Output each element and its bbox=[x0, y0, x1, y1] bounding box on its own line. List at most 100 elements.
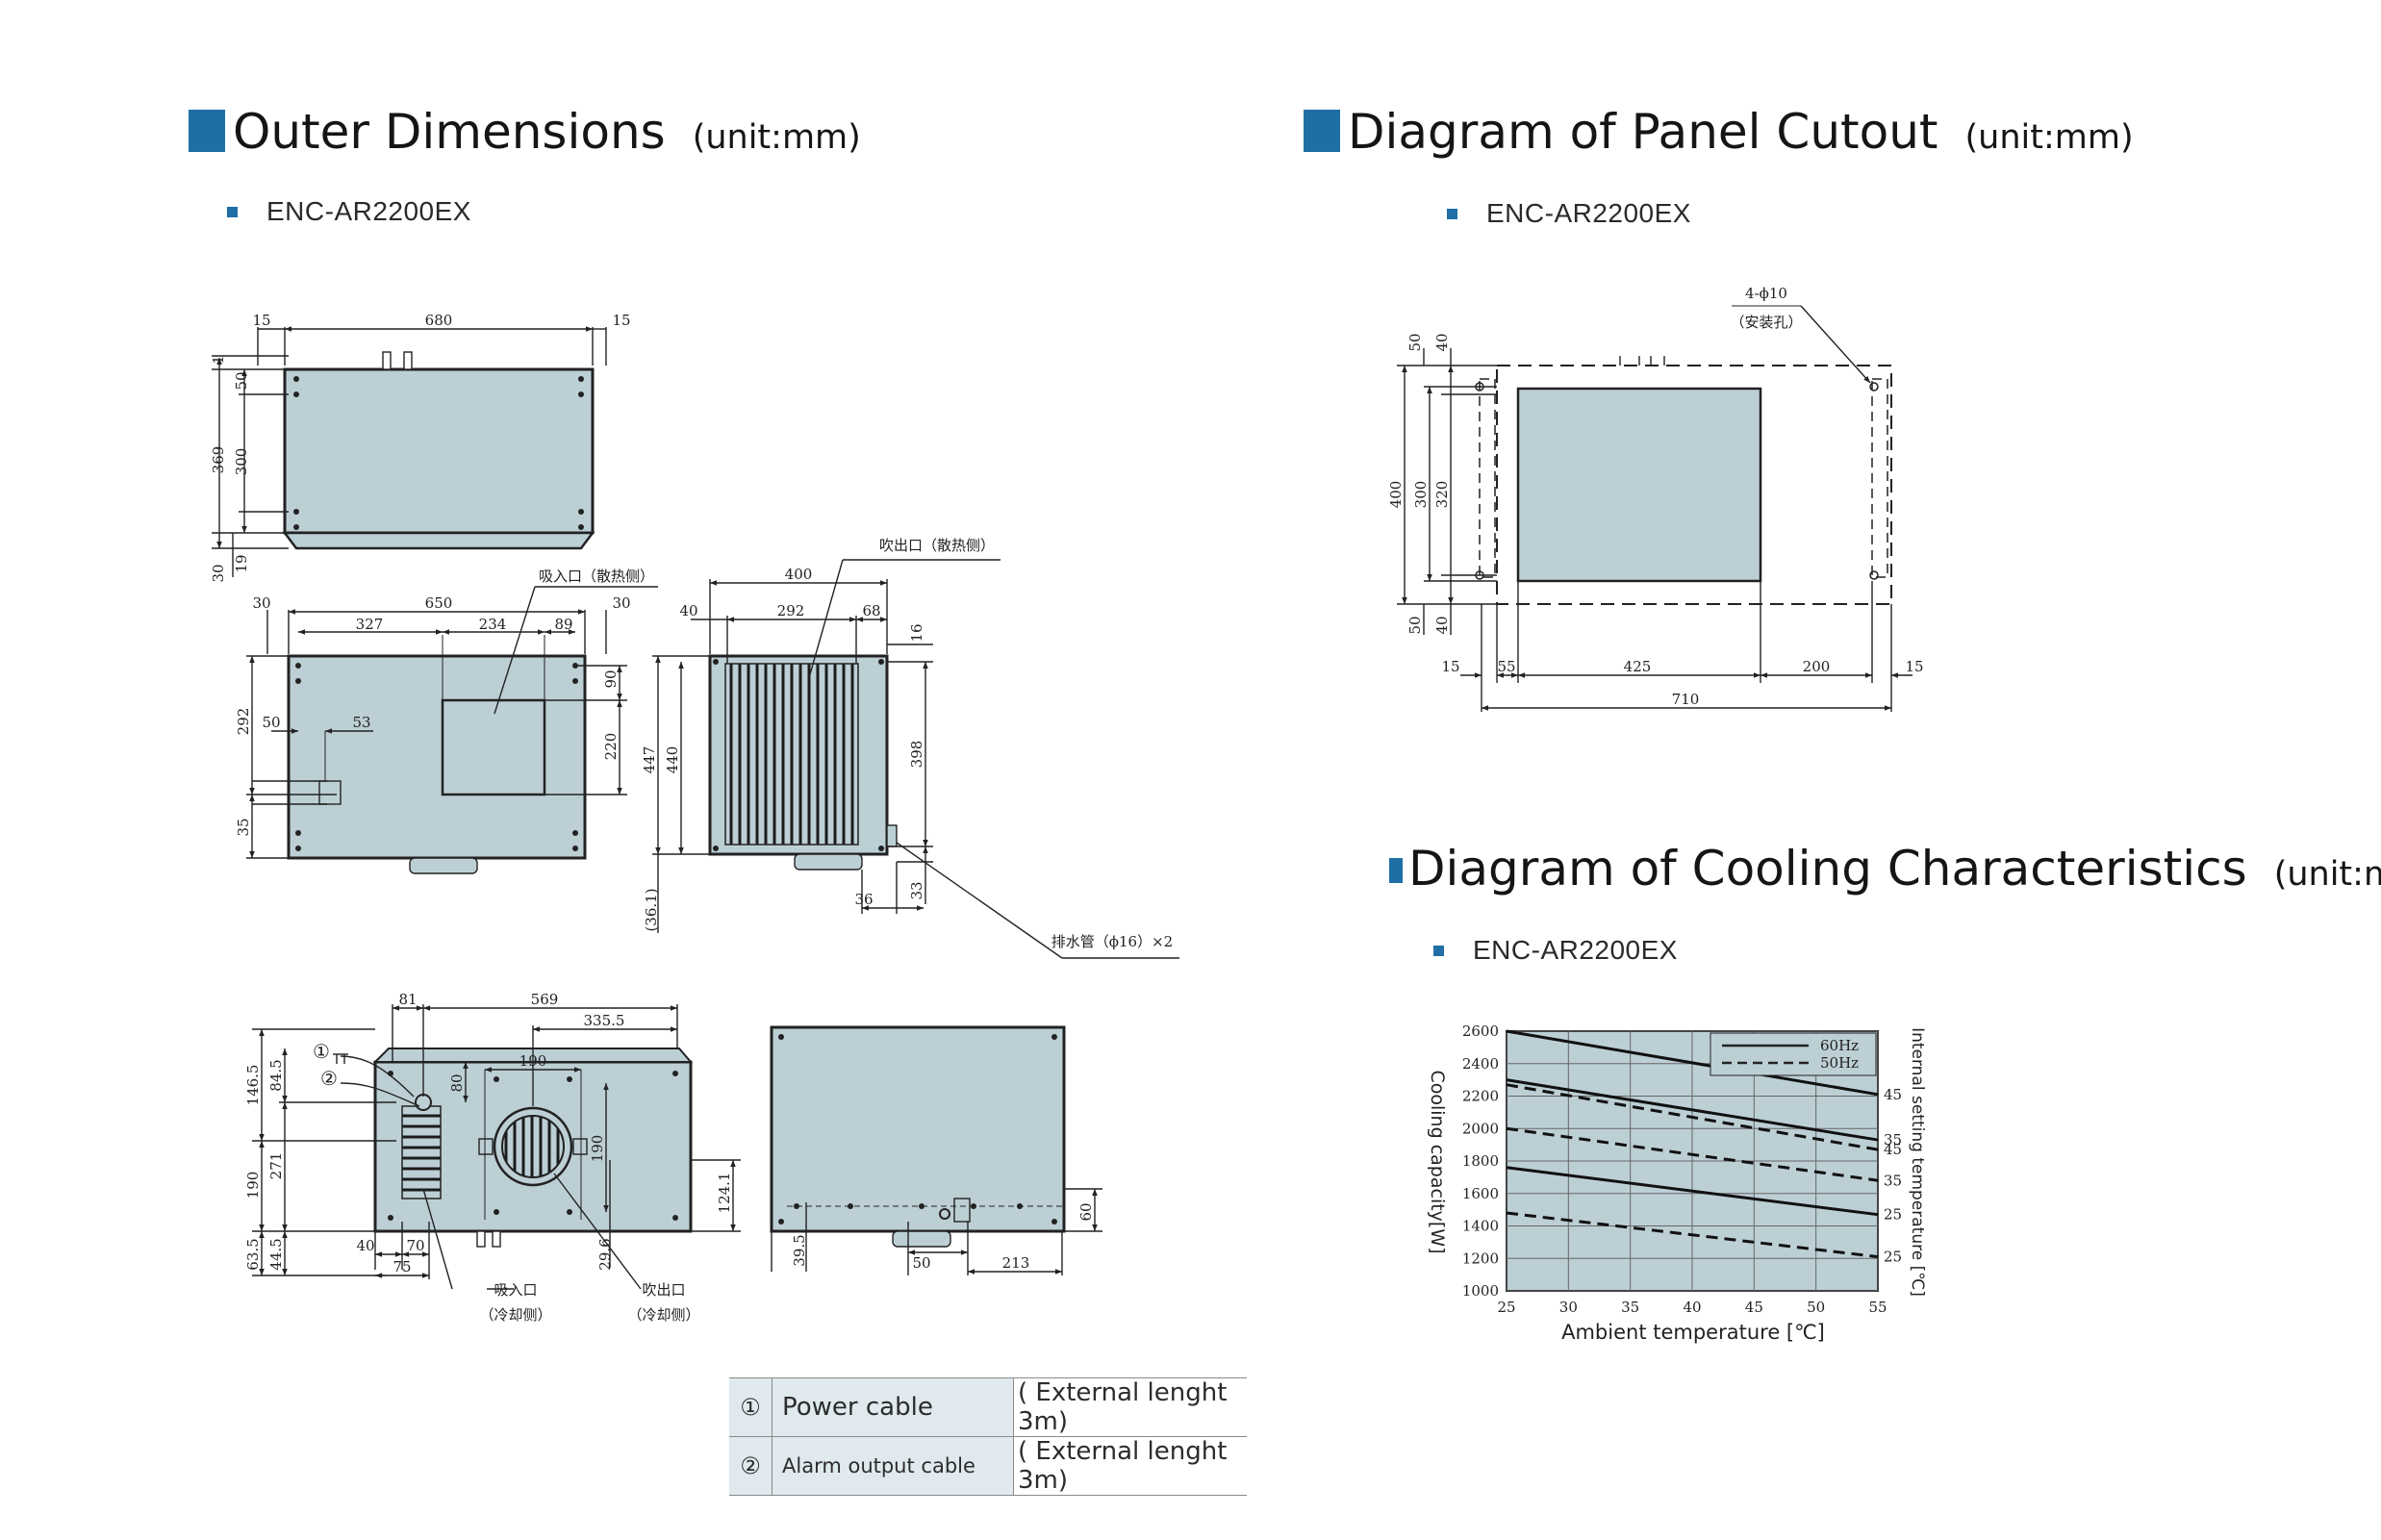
dim-label: 369 bbox=[210, 446, 227, 474]
bullet-icon bbox=[227, 206, 238, 217]
chart-x-axis-label: Ambient temperature [℃] bbox=[1561, 1321, 1825, 1344]
model-text: ENC-AR2200EX bbox=[1473, 935, 1678, 965]
dim-label: 50 bbox=[1406, 616, 1424, 634]
dim-label: 190 bbox=[519, 1052, 547, 1070]
title-text: Outer Dimensions bbox=[233, 104, 666, 160]
dim-label: 271 bbox=[267, 1152, 285, 1180]
dim-label: 40 bbox=[679, 602, 697, 619]
x-tick-label: 25 bbox=[1497, 1299, 1515, 1316]
dim-label: 36 bbox=[854, 891, 873, 908]
cutout-dimension-labels: 4-ϕ10 （安装孔） 50 40 400 300 320 50 40 15 5… bbox=[1387, 285, 1924, 708]
dim-label: 53 bbox=[352, 714, 370, 731]
legend-60hz-label: 60Hz bbox=[1820, 1037, 1859, 1054]
series-line-50hz-35 bbox=[1506, 1126, 1879, 1182]
outer-model-label: ENC-AR2200EX bbox=[227, 196, 471, 227]
x-tick-label: 45 bbox=[1745, 1299, 1763, 1316]
cooling-model-label: ENC-AR2200EX bbox=[1433, 935, 1678, 966]
dim-label: 35 bbox=[235, 818, 252, 836]
series-line-60hz-35 bbox=[1506, 1078, 1879, 1142]
y-tick-label: 1600 bbox=[1462, 1185, 1499, 1202]
outer-dimension-labels: 680 15 15 369 300 50 30 19 1 650 30 30 3… bbox=[210, 312, 1173, 1324]
title-unit: (unit:mm) bbox=[692, 118, 861, 157]
title-unit: (unit:mm) bbox=[1964, 118, 2134, 157]
title-text: Diagram of Panel Cutout bbox=[1348, 104, 1938, 160]
chart-series bbox=[1506, 1029, 1879, 1259]
title-square-icon bbox=[1389, 858, 1403, 883]
dim-label: 40 bbox=[1433, 333, 1451, 351]
dim-label: 40 bbox=[1433, 616, 1451, 634]
dim-label: 40 bbox=[356, 1237, 374, 1254]
dim-label: 300 bbox=[233, 448, 250, 476]
dim-label: 300 bbox=[1412, 481, 1430, 509]
x-tick-label: 35 bbox=[1621, 1299, 1639, 1316]
dim-label: 55 bbox=[1497, 658, 1515, 675]
panel-cutout-title: Diagram of Panel Cutout (unit:mm) bbox=[1304, 104, 2134, 160]
series-end-label: 45 bbox=[1884, 1086, 1902, 1103]
dim-label: (36.1) bbox=[643, 888, 660, 931]
dim-label: 292 bbox=[777, 602, 805, 619]
dim-label: 50 bbox=[1406, 333, 1424, 351]
cable-table: ① Power cable ( External lenght 3m) ② Al… bbox=[729, 1377, 1247, 1496]
title-square-icon bbox=[189, 110, 225, 152]
y-tick-label: 2400 bbox=[1462, 1055, 1499, 1073]
dim-label: 89 bbox=[554, 616, 572, 633]
cable-note: ( External lenght 3m) bbox=[1013, 1377, 1247, 1437]
series-line-50hz-45 bbox=[1506, 1083, 1879, 1151]
cable-name: Power cable bbox=[772, 1377, 1014, 1437]
bullet-icon bbox=[1433, 945, 1444, 956]
dim-label: 400 bbox=[1387, 481, 1405, 509]
dim-label: 90 bbox=[602, 669, 620, 688]
y-tick-label: 2000 bbox=[1462, 1120, 1499, 1137]
chart-legend bbox=[1710, 1032, 1877, 1076]
title-unit: (unit:mm) bbox=[2273, 855, 2381, 894]
dim-label: 30 bbox=[252, 594, 270, 612]
dim-label: 30 bbox=[210, 564, 227, 582]
cable-name: Alarm output cable bbox=[772, 1436, 1014, 1496]
dim-label: 4-ϕ10 bbox=[1745, 285, 1787, 302]
legend-50hz-label: 50Hz bbox=[1820, 1054, 1859, 1072]
x-tick-label: 55 bbox=[1868, 1299, 1887, 1316]
front-view bbox=[246, 586, 658, 874]
x-tick-label: 40 bbox=[1683, 1299, 1701, 1316]
dim-label: 15 bbox=[1905, 658, 1923, 675]
cable-number: ① bbox=[729, 1377, 773, 1437]
dim-label: 68 bbox=[862, 602, 880, 619]
series-line-50hz-25 bbox=[1506, 1211, 1879, 1259]
series-line-60hz-25 bbox=[1506, 1166, 1879, 1217]
cable-number: ② bbox=[729, 1436, 773, 1496]
dim-label: 146.5 bbox=[244, 1065, 262, 1106]
y-tick-label: 2600 bbox=[1462, 1022, 1499, 1040]
dim-label: 292 bbox=[235, 708, 252, 736]
dim-label: 440 bbox=[664, 746, 681, 774]
cooling-characteristics-title: Diagram of Cooling Characteristics (unit… bbox=[1389, 841, 2381, 896]
dim-label: 569 bbox=[531, 991, 559, 1008]
table-row: ② Alarm output cable ( External lenght 3… bbox=[729, 1436, 1247, 1496]
dim-label: （安装孔） bbox=[1730, 314, 1802, 331]
dim-label: 680 bbox=[425, 312, 453, 329]
dim-label: 220 bbox=[602, 733, 620, 761]
callout-label: 吸入口 bbox=[494, 1281, 537, 1299]
dim-label: 16 bbox=[908, 623, 925, 642]
dim-label: 650 bbox=[425, 594, 453, 612]
dim-label: 15 bbox=[252, 312, 270, 329]
dim-label: 124.1 bbox=[716, 1173, 733, 1214]
dim-label: 30 bbox=[612, 594, 630, 612]
panel-cutout-drawing bbox=[1397, 305, 1912, 712]
model-text: ENC-AR2200EX bbox=[1486, 198, 1691, 228]
y-tick-label: 1000 bbox=[1462, 1282, 1499, 1300]
series-line-60hz-45 bbox=[1506, 1029, 1879, 1097]
dim-label: 84.5 bbox=[267, 1059, 285, 1091]
dim-label: 50 bbox=[233, 371, 250, 390]
dim-label: 398 bbox=[908, 741, 925, 769]
dim-label: 710 bbox=[1672, 691, 1700, 708]
callout-label: 排水管（ϕ16）×2 bbox=[1051, 933, 1173, 950]
dim-label: 1 bbox=[210, 355, 227, 365]
y-tick-label: 2200 bbox=[1462, 1088, 1499, 1105]
title-square-icon bbox=[1304, 110, 1340, 152]
dim-label: 15 bbox=[1441, 658, 1459, 675]
dim-label: 44.5 bbox=[267, 1238, 285, 1270]
callout-label: （冷却侧） bbox=[479, 1306, 551, 1324]
x-tick-label: 30 bbox=[1559, 1299, 1578, 1316]
